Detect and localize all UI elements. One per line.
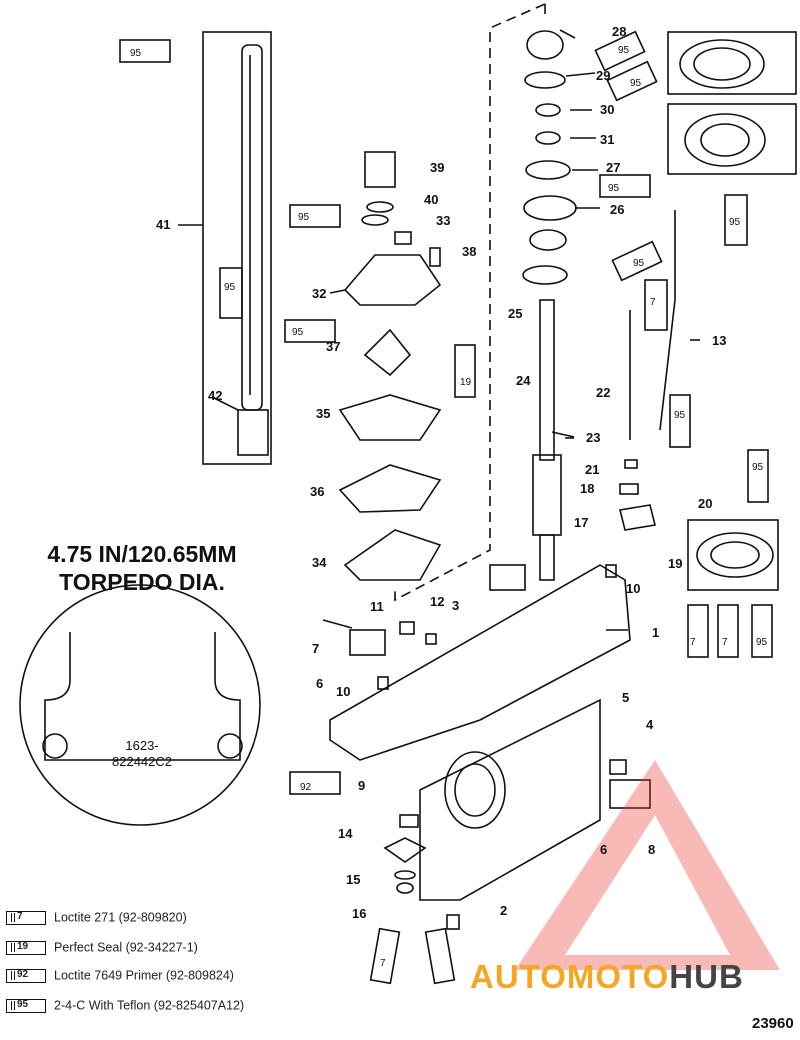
sealant-tube-label: 95 — [130, 48, 142, 59]
part-number-label: 30 — [600, 102, 614, 117]
sealant-tube-label: 95 — [608, 183, 620, 194]
legend-item: 19 Perfect Seal (92-34227-1) — [6, 940, 198, 955]
part-number-label: 9 — [358, 778, 365, 793]
title-line-1: 4.75 IN/120.65MM — [47, 541, 237, 567]
part-number-label: 29 — [596, 68, 610, 83]
logo-part-1: AUTOMOTO — [470, 958, 670, 995]
sealant-tube-label: 95 — [630, 78, 642, 89]
sealant-tube-icon: 19 — [6, 940, 46, 955]
sealant-tube-label: 95 — [298, 212, 310, 223]
legend-item: 95 2-4-C With Teflon (92-825407A12) — [6, 998, 244, 1013]
part-number-label: 16 — [352, 906, 366, 921]
part-number-label: 15 — [346, 872, 360, 887]
part-number-label: 3 — [452, 598, 459, 613]
sealant-tube-label: 7 — [722, 637, 728, 648]
part-number-label: 38 — [462, 244, 476, 259]
part-number-label: 41 — [156, 217, 170, 232]
sealant-tube-label: 7 — [380, 958, 386, 969]
sealant-tube-icon: 92 — [6, 968, 46, 983]
part-number-label: 22 — [596, 385, 610, 400]
reference-number: 23960 — [752, 1015, 794, 1032]
legend-item: 92 Loctite 7649 Primer (92-809824) — [6, 968, 234, 983]
part-number-label: 35 — [316, 406, 330, 421]
sealant-tube-label: 95 — [674, 410, 686, 421]
part-number-label: 10 — [336, 684, 350, 699]
part-number-label: 37 — [326, 339, 340, 354]
watermark-triangle — [515, 760, 780, 970]
part-number-label: 8 — [648, 842, 655, 857]
part-number-label: 11 — [370, 599, 384, 614]
part-number-label: 21 — [585, 462, 599, 477]
part-number-label: 24 — [516, 373, 531, 388]
legend-text: Loctite 7649 Primer (92-809824) — [54, 968, 234, 983]
title-line-2: TORPEDO DIA. — [59, 569, 225, 595]
sealant-tube-label: 7 — [690, 637, 696, 648]
part-number-label: 6 — [316, 676, 323, 691]
part-number-label: 25 — [508, 306, 522, 321]
part-number-label: 42 — [208, 388, 222, 403]
part-number-label: 5 — [622, 690, 629, 705]
sealant-tube-label: 95 — [633, 258, 645, 269]
legend-item: 7 Loctite 271 (92-809820) — [6, 910, 187, 925]
part-number-label: 39 — [430, 160, 444, 175]
part-number-label: 28 — [612, 24, 626, 39]
part-number-label: 6 — [600, 842, 607, 857]
part-number-label: 13 — [712, 333, 726, 348]
part-number-label: 4 — [646, 717, 654, 732]
torpedo-diameter-title: 4.75 IN/120.65MM TORPEDO DIA. — [22, 540, 262, 596]
sealant-tube-icon: 95 — [6, 998, 46, 1013]
sealant-tube-label: 95 — [292, 327, 304, 338]
part-number-label: 20 — [698, 496, 712, 511]
legend-text: 2-4-C With Teflon (92-825407A12) — [54, 998, 245, 1013]
sealant-tube-label: 95 — [752, 462, 764, 473]
part-number-label: 17 — [574, 515, 588, 530]
sealant-tube-label: 7 — [650, 297, 656, 308]
part-number-label: 14 — [338, 826, 353, 841]
part-number-label: 7 — [312, 641, 319, 656]
casting-number-stamp: 1623- 822442C2 — [72, 738, 212, 770]
stamp-line-2: 822442C2 — [112, 754, 172, 769]
sealant-tube-label: 95 — [756, 637, 768, 648]
stamp-line-1: 1623- — [125, 738, 159, 753]
sealant-tube-label: 92 — [300, 782, 312, 793]
part-number-label: 26 — [610, 202, 624, 217]
part-number-label: 40 — [424, 192, 438, 207]
part-number-label: 18 — [580, 481, 594, 496]
part-number-label: 2 — [500, 903, 507, 918]
sealant-tube-label: 95 — [224, 282, 236, 293]
part-number-label: 36 — [310, 484, 324, 499]
part-number-label: 1 — [652, 625, 659, 640]
part-number-label: 27 — [606, 160, 620, 175]
legend-text: Loctite 271 (92-809820) — [54, 910, 187, 925]
part-number-label: 34 — [312, 555, 327, 570]
sealant-tube-label: 19 — [460, 377, 472, 388]
part-number-label: 10 — [626, 581, 640, 596]
part-number-label: 23 — [586, 430, 600, 445]
part-number-label: 31 — [600, 132, 614, 147]
sealant-tube-label: 95 — [618, 45, 630, 56]
part-number-label: 12 — [430, 594, 444, 609]
part-number-label: 33 — [436, 213, 450, 228]
part-number-label: 32 — [312, 286, 326, 301]
legend-text: Perfect Seal (92-34227-1) — [54, 940, 198, 955]
logo-part-2: HUB — [669, 958, 744, 995]
sealant-tube-icon: 7 — [6, 910, 46, 925]
watermark-logo: AUTOMOTOHUB — [470, 958, 744, 996]
sealant-tube-label: 95 — [729, 217, 741, 228]
part-number-label: 19 — [668, 556, 682, 571]
